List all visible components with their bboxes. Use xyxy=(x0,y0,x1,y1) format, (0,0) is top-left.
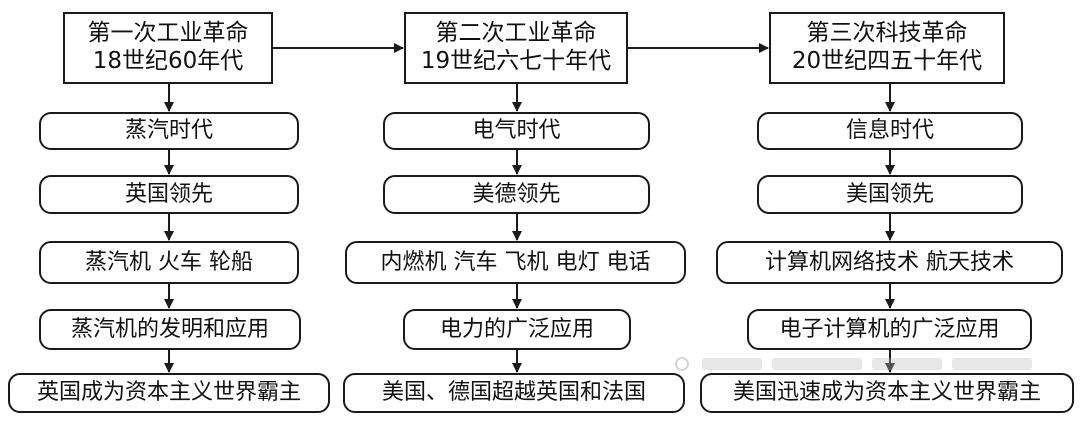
era-box: 信息时代 xyxy=(757,112,1023,150)
header-period: 18世纪60年代 xyxy=(92,48,244,74)
header-title: 第一次工业革命 xyxy=(87,20,249,47)
era-box: 蒸汽时代 xyxy=(39,112,299,150)
era-box: 电气时代 xyxy=(383,112,650,150)
application-box: 电力的广泛应用 xyxy=(403,309,631,350)
header-period: 20世纪四五十年代 xyxy=(791,48,983,74)
result-box: 美国、德国超越英国和法国 xyxy=(343,373,685,413)
inventions-box: 内燃机 汽车 飞机 电灯 电话 xyxy=(345,241,686,284)
header-period: 19世纪六七十年代 xyxy=(420,48,612,74)
header-third-tech-revolution: 第三次科技革命 20世纪四五十年代 xyxy=(769,12,1005,84)
application-box: 电子计算机的广泛应用 xyxy=(747,309,1032,350)
application-box: 蒸汽机的发明和应用 xyxy=(39,309,301,350)
leader-box: 英国领先 xyxy=(39,175,299,214)
result-box: 英国成为资本主义世界霸主 xyxy=(8,373,330,413)
header-first-industrial-revolution: 第一次工业革命 18世纪60年代 xyxy=(63,12,273,84)
header-title: 第二次工业革命 xyxy=(435,20,597,47)
result-box: 美国迅速成为资本主义世界霸主 xyxy=(700,373,1074,413)
header-title: 第三次科技革命 xyxy=(806,20,968,47)
inventions-box: 蒸汽机 火车 轮船 xyxy=(39,241,299,284)
header-second-industrial-revolution: 第二次工业革命 19世纪六七十年代 xyxy=(404,12,628,84)
inventions-box: 计算机网络技术 航天技术 xyxy=(716,241,1063,284)
leader-box: 美德领先 xyxy=(383,175,650,214)
leader-box: 美国领先 xyxy=(757,175,1023,214)
